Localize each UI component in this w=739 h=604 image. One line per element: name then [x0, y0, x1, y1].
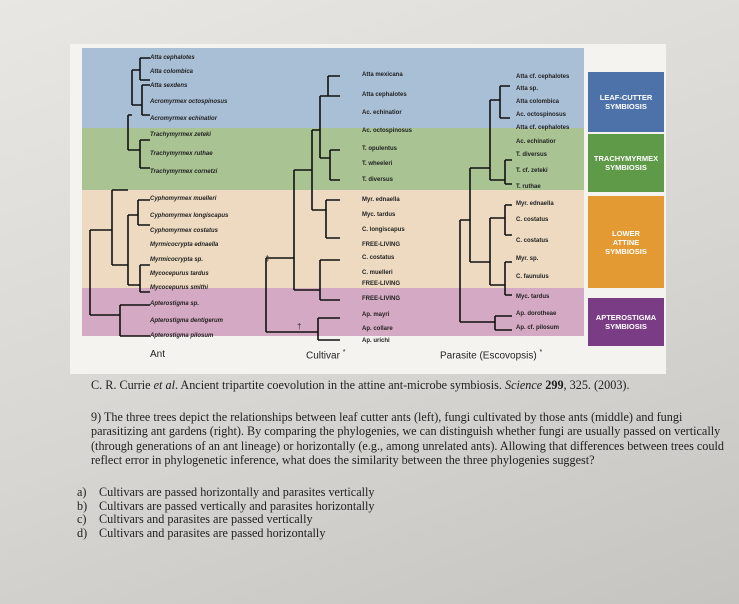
dagger-marker: †	[297, 322, 302, 331]
parasite-tip: C. costatus	[516, 217, 549, 223]
ant-tip: Trachymyrmex ruthae	[150, 151, 213, 157]
cultivar-tip: Myc. tardus	[362, 212, 396, 218]
cultivar-tip: Ap. urichi	[362, 338, 390, 344]
cultivar-tip: C. muelleri	[362, 270, 393, 276]
apterostigma-label: APTEROSTIGMA SYMBIOSIS	[588, 298, 664, 346]
question-text: 9) The three trees depict the relationsh…	[91, 410, 724, 467]
ant-tip: Apterostigma sp.	[150, 301, 200, 307]
cultivar-tip: C. longiscapus	[362, 227, 405, 233]
citation-etal: et al	[153, 378, 175, 392]
ant-tree-title: Ant	[150, 349, 166, 360]
parasite-tip: Ap. dorotheae	[516, 311, 557, 317]
parasite-title-marker: *	[539, 349, 543, 356]
choice-key: c)	[77, 512, 87, 527]
choice-c[interactable]: c) Cultivars and parasites are passed ver…	[77, 513, 374, 527]
parasite-tip: T. cf. zeteki	[516, 168, 548, 174]
apterostigma-band	[82, 288, 584, 336]
parasite-tip: C. costatus	[516, 238, 549, 244]
group-label-text: LOWER ATTINE SYMBIOSIS	[605, 228, 647, 256]
group-label-text: TRACHYMYRMEX SYMBIOSIS	[593, 154, 659, 172]
parasite-tip: Ac. echinatior	[516, 139, 556, 145]
ant-tip: Trachymyrmex zeteki	[150, 132, 211, 138]
ant-tip: Myrmicocrypta ednaella	[150, 242, 219, 248]
citation-pages: , 325. (2003).	[563, 378, 630, 392]
parasite-tree-title: Parasite (Escovopsis) *	[440, 349, 542, 361]
parasite-tip: T. ruthae	[516, 184, 541, 190]
parasite-tip: T. diversus	[516, 152, 548, 158]
citation-journal: Science	[504, 378, 543, 392]
parasite-tip: C. faunulus	[516, 274, 549, 280]
parasite-tip: Myr. sp.	[516, 256, 539, 262]
cultivar-tip: Ac. echinatior	[362, 110, 402, 116]
ant-tip: Acromyrmex octospinosus	[150, 99, 228, 105]
ant-tip: Acromyrmex echinatior	[150, 116, 218, 122]
parasite-tip: Atta cf. cephalotes	[516, 125, 570, 131]
citation: C. R. Currie et al. Ancient tripartite c…	[91, 378, 731, 393]
cultivar-tip: Atta mexicana	[362, 72, 403, 78]
cultivar-tip: Ap. collare	[362, 326, 393, 332]
cultivar-tip: T. diversus	[362, 177, 394, 183]
choice-key: b)	[77, 498, 88, 513]
cultivar-tip: FREE-LIVING	[362, 242, 401, 248]
choice-key: d)	[77, 525, 88, 540]
cultivar-title-marker: *	[342, 349, 346, 356]
double-dagger-marker: ‡	[265, 254, 270, 263]
choice-key: a)	[77, 485, 87, 499]
parasite-tip: Ap. cf. pilosum	[516, 325, 560, 331]
cultivar-tip: T. opulentus	[362, 146, 397, 152]
cultivar-tip: T. wheeleri	[362, 161, 393, 167]
choice-text: Cultivars are passed horizontally and pa…	[99, 485, 375, 499]
group-label-text: LEAF-CUTTER SYMBIOSIS	[599, 93, 653, 111]
ant-tip: Cyphomyrmex longiscapus	[150, 213, 229, 219]
parasite-tree-lines	[459, 85, 512, 331]
cultivar-tip: C. costatus	[362, 255, 395, 261]
ant-tip: Atta sexdens	[150, 83, 188, 89]
leaf-cutter-label: LEAF-CUTTER SYMBIOSIS	[588, 72, 664, 132]
choice-text: Cultivars and parasites are passed horiz…	[99, 525, 326, 540]
ant-tip: Cyphomyrmex costatus	[150, 228, 219, 234]
cultivar-tip: Ac. octospinosus	[362, 128, 413, 134]
choice-a[interactable]: a) Cultivars are passed horizontally and …	[77, 485, 375, 500]
citation-authors: C. R. Currie	[91, 378, 154, 392]
cultivar-tip: Ap. mayri	[362, 312, 390, 318]
cultivar-tree-title: Cultivar *	[306, 349, 345, 361]
choice-text: Cultivars and parasites are passed verti…	[99, 512, 313, 527]
citation-volume: 299	[542, 378, 564, 392]
lower-attine-label: LOWER ATTINE SYMBIOSIS	[588, 196, 664, 288]
answer-choices: a) Cultivars are passed horizontally and …	[77, 485, 375, 541]
lower-attine-band	[82, 190, 584, 288]
ant-tip: Cyphomyrmex muelleri	[150, 196, 217, 202]
ant-tree-lines	[89, 57, 150, 337]
ant-tip: Apterostigma dentigerum	[150, 318, 224, 324]
cultivar-tip: Myr. ednaella	[362, 197, 400, 203]
ant-tip: Mycocepurus tardus	[150, 271, 209, 277]
ant-tip: Mycocepurus smithi	[150, 285, 209, 291]
parasite-title-text: Parasite (Escovopsis)	[440, 350, 537, 362]
parasite-tip: Myr. ednaella	[516, 201, 554, 207]
ant-tip: Apterostigma pilosum	[150, 333, 214, 339]
parasite-tip: Atta colombica	[516, 99, 560, 105]
group-label-text: APTEROSTIGMA SYMBIOSIS	[595, 313, 657, 331]
cultivar-tip: FREE-LIVING	[362, 281, 401, 287]
trachymyrmex-label: TRACHYMYRMEX SYMBIOSIS	[588, 134, 664, 192]
choice-b[interactable]: b) Cultivars are passed vertically and pa…	[77, 498, 375, 514]
ant-tip: Trachymyrmex cornetzi	[150, 169, 218, 175]
cultivar-title-text: Cultivar	[306, 350, 340, 362]
cultivar-tip: Atta cephalotes	[362, 92, 407, 98]
ant-tip: Atta cephalotes	[150, 55, 195, 61]
ant-tip: Atta colombica	[150, 69, 194, 75]
cultivar-tree-lines	[265, 75, 340, 341]
choice-text: Cultivars are passed vertically and para…	[99, 498, 375, 513]
parasite-tip: Atta sp.	[516, 86, 539, 92]
citation-title: . Ancient tripartite coevolution in the …	[174, 378, 505, 392]
choice-d[interactable]: d) Cultivars and parasites are passed hor…	[77, 525, 374, 541]
cultivar-tip: FREE-LIVING	[362, 296, 401, 302]
parasite-tip: Myc. tardus	[516, 294, 550, 300]
ant-tip: Myrmicocrypta sp.	[150, 257, 204, 263]
parasite-tip: Ac. octospinosus	[516, 112, 567, 118]
parasite-tip: Atta cf. cephalotes	[516, 74, 570, 80]
